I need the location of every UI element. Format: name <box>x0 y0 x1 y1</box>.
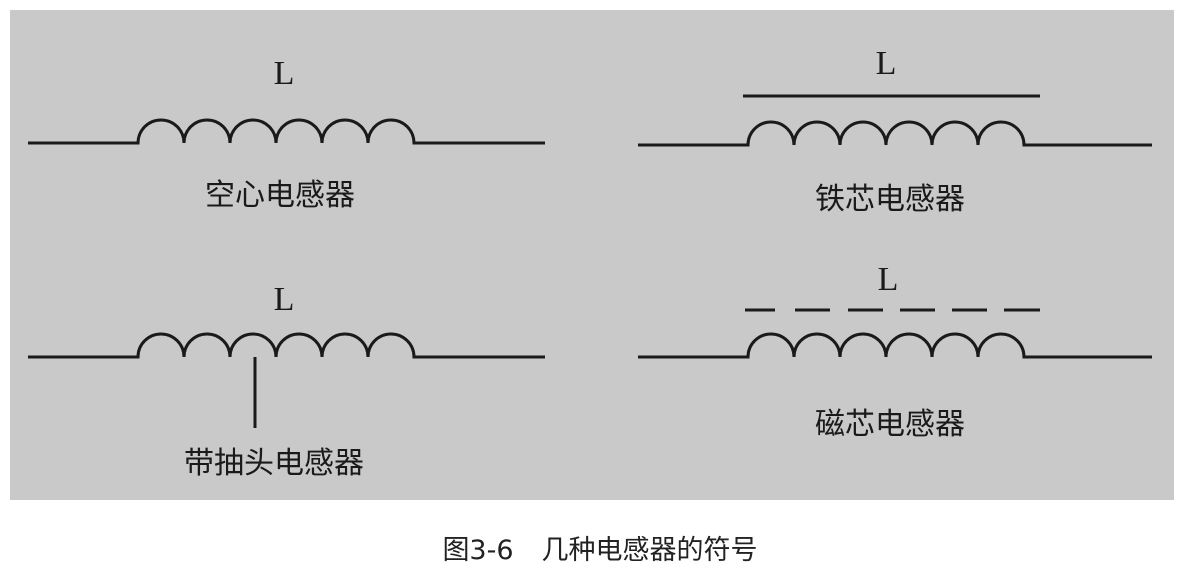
tapped-label: L <box>274 281 295 318</box>
tapped-inductor-symbol: L 带抽头电感器 <box>28 281 545 481</box>
tapped-coil <box>28 332 545 359</box>
iron-core-caption: 铁芯电感器 <box>815 182 965 217</box>
air-core-caption: 空心电感器 <box>205 178 355 213</box>
air-core-label: L <box>274 55 295 92</box>
magnetic-core-inductor-symbol: L 磁芯电感器 <box>638 261 1152 442</box>
diagram-panel: L 空心电感器 L 铁芯电感器 L 带抽头电感器 <box>10 10 1174 500</box>
figure-caption: 图3-6 几种电感器的符号 <box>0 528 1200 567</box>
inductor-symbols-diagram: L 空心电感器 L 铁芯电感器 L 带抽头电感器 <box>28 45 1152 481</box>
magnetic-core-caption: 磁芯电感器 <box>815 407 965 442</box>
air-core-coil <box>28 118 545 145</box>
iron-core-inductor-symbol: L 铁芯电感器 <box>638 45 1152 217</box>
iron-core-coil <box>638 120 1152 147</box>
figure-number: 图3-6 <box>442 535 514 566</box>
magnetic-core-coil <box>638 332 1152 359</box>
tapped-caption: 带抽头电感器 <box>184 446 364 481</box>
magnetic-core-label: L <box>878 261 899 298</box>
iron-core-label: L <box>876 45 897 82</box>
air-core-inductor-symbol: L 空心电感器 <box>28 55 545 213</box>
figure-title: 几种电感器的符号 <box>541 535 758 566</box>
